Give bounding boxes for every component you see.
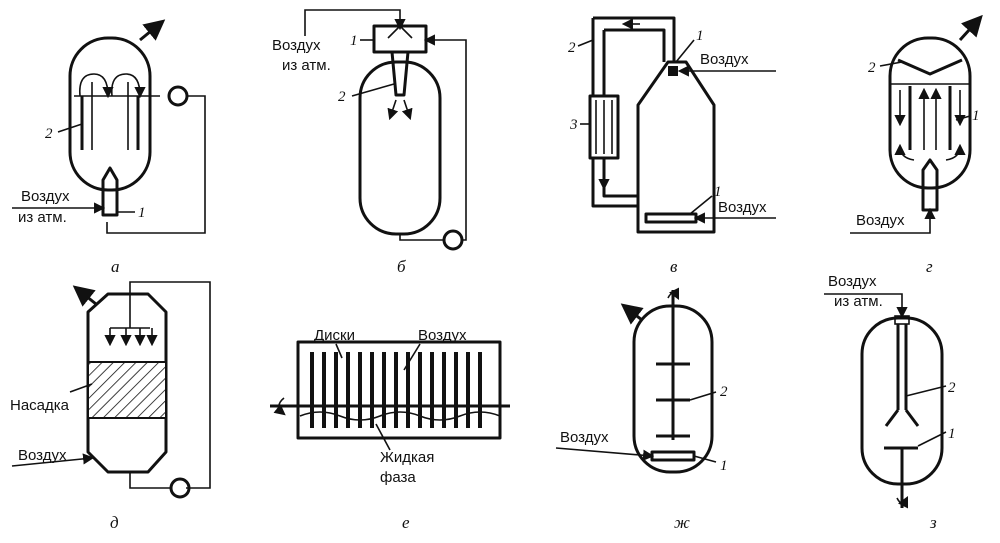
number-3-v: 3 [569, 117, 578, 133]
air-line-b [304, 9, 406, 36]
number-2-zh: 2 [720, 384, 728, 400]
number-1-top-v: 1 [696, 28, 704, 44]
inner-loop-v [604, 28, 666, 62]
label-from-atm-z: из атм. [834, 293, 883, 310]
label-air-zh: Воздух [560, 429, 609, 446]
number-2-g: 2 [868, 60, 876, 76]
label-air-top-v: Воздух [700, 51, 749, 68]
rotation-arrow-e [273, 397, 286, 416]
deflector-g [897, 58, 963, 76]
vessel-a [68, 36, 152, 192]
air-line-g [850, 207, 936, 234]
label-air-d: Воздух [18, 447, 67, 464]
recycle-line-a [106, 95, 206, 234]
caption-z: з [929, 513, 937, 532]
scheme-b: Воздух из атм. 1 2 б [272, 9, 467, 276]
sparger-zh [650, 450, 696, 462]
injector-v [668, 66, 678, 76]
ejector-g [921, 158, 939, 212]
vessel-v [636, 60, 716, 234]
trough-e [296, 340, 502, 440]
caption-zh: ж [674, 513, 690, 532]
pump-a [167, 85, 189, 107]
pump-b [442, 229, 464, 251]
number-2-b: 2 [338, 89, 346, 105]
gas-outlet-arrow-a [139, 19, 166, 42]
recycle-line-b [423, 34, 467, 241]
column-d [86, 292, 168, 474]
ejector-a [101, 166, 119, 217]
diffuser-right-z [904, 409, 920, 427]
number-1-zh: 1 [720, 458, 728, 474]
scheme-g: Воздух 2 1 г [850, 14, 983, 276]
scheme-a: Воздух из атм. 2 1 а [12, 19, 206, 276]
label-packing-d: Насадка [10, 397, 70, 414]
rotation-arrow-z [896, 495, 909, 509]
number-2-z: 2 [948, 380, 956, 396]
label-liquid-phase-1-e: Жидкая [380, 449, 434, 466]
gas-outlet-arrow-g [958, 14, 983, 42]
flow-arrow-a [78, 73, 114, 99]
gas-outlet-arrow-d [72, 285, 97, 307]
gas-outlet-arrow-zh [620, 303, 644, 325]
sparger-v [644, 212, 698, 224]
label-air-e: Воздух [418, 327, 467, 344]
number-1-a: 1 [138, 205, 146, 221]
vessel-g [888, 36, 972, 190]
number-1-z: 1 [948, 426, 956, 442]
caption-g: г [926, 257, 933, 276]
scheme-e: Диски Воздух Жидкая фаза е [270, 327, 510, 532]
scheme-z: Воздух из атм. 2 1 з [824, 273, 956, 532]
number-1-g: 1 [972, 108, 980, 124]
return-line-v [591, 158, 638, 208]
label-air-a: Воздух [21, 188, 70, 205]
outer-loop-v [593, 16, 676, 62]
number-2-v: 2 [568, 40, 576, 56]
discs-e [310, 352, 482, 428]
caption-b: б [397, 257, 406, 276]
air-arrow-zh [555, 447, 655, 461]
ejector-head-b [372, 24, 428, 54]
air-line-z [824, 293, 908, 319]
nozzle-b [390, 50, 410, 97]
caption-d: д [110, 513, 119, 532]
number-1-b: 1 [350, 33, 358, 49]
label-air-b: Воздух [272, 37, 321, 54]
label-air-z: Воздух [828, 273, 877, 290]
label-discs-e: Диски [314, 327, 355, 344]
drain-line-b [399, 234, 444, 241]
label-air-bottom-v: Воздух [718, 199, 767, 216]
scheme-v: Воздух Воздух 2 3 1 1 в [568, 16, 776, 276]
number-1-bottom-v: 1 [714, 184, 722, 200]
rotation-arrow-zh [667, 287, 680, 301]
caption-e: е [402, 513, 410, 532]
scheme-d: Воздух Насадка д [10, 281, 211, 532]
label-liquid-phase-2-e: фаза [380, 469, 416, 486]
air-arrow-d [11, 453, 95, 467]
vessel-b [358, 60, 442, 236]
number-2-a: 2 [45, 126, 53, 142]
label-from-atm-b: из атм. [282, 57, 331, 74]
packing-bed-d [87, 361, 167, 419]
caption-v: в [670, 257, 678, 276]
recycle-line-d [129, 281, 211, 489]
label-air-g: Воздух [856, 212, 905, 229]
diffuser-left-z [884, 409, 900, 427]
label-from-atm-a: из атм. [18, 209, 67, 226]
inlet-head-z [894, 315, 910, 325]
scheme-zh: Воздух 2 1 ж [555, 287, 728, 532]
caption-a: а [111, 257, 120, 276]
